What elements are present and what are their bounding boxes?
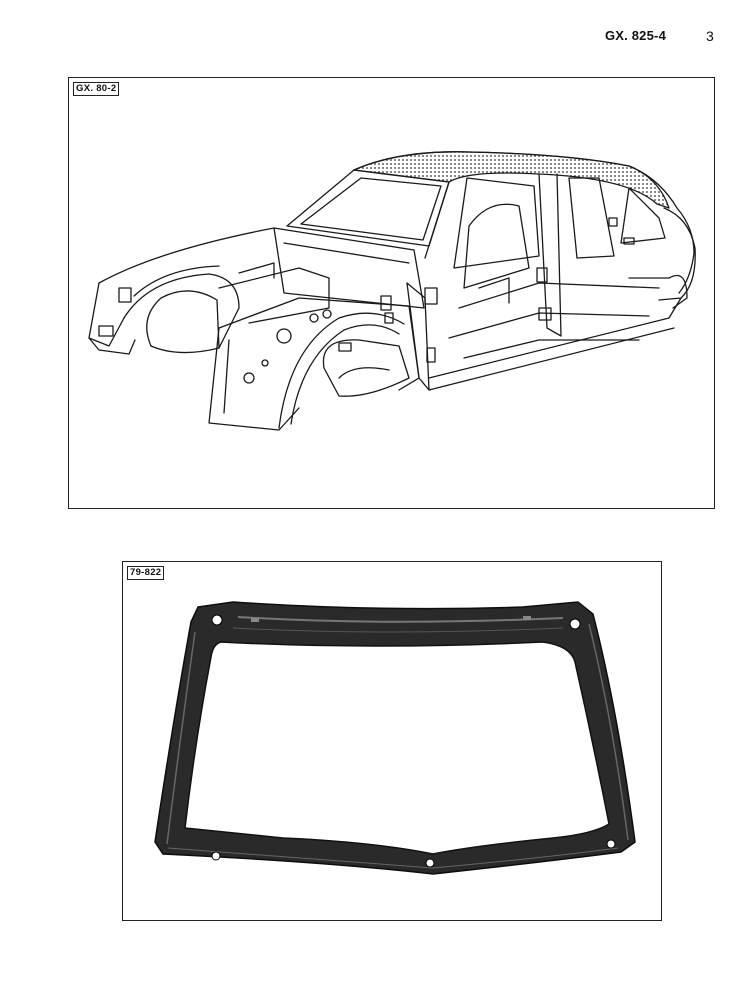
figure-body-shell: GX. 80-2 bbox=[68, 77, 715, 509]
car-body-shell-illustration-icon bbox=[88, 151, 696, 431]
page-number: 3 bbox=[706, 28, 714, 44]
document-reference: GX. 825-4 bbox=[604, 28, 666, 43]
page-header: GX. 825-4 3 bbox=[605, 28, 714, 44]
figure-label: 79-822 bbox=[127, 566, 165, 580]
figure-label: GX. 80-2 bbox=[73, 82, 120, 96]
windscreen-frame-photo-icon bbox=[154, 601, 636, 875]
figure-windscreen-frame: 79-822 bbox=[122, 561, 662, 921]
